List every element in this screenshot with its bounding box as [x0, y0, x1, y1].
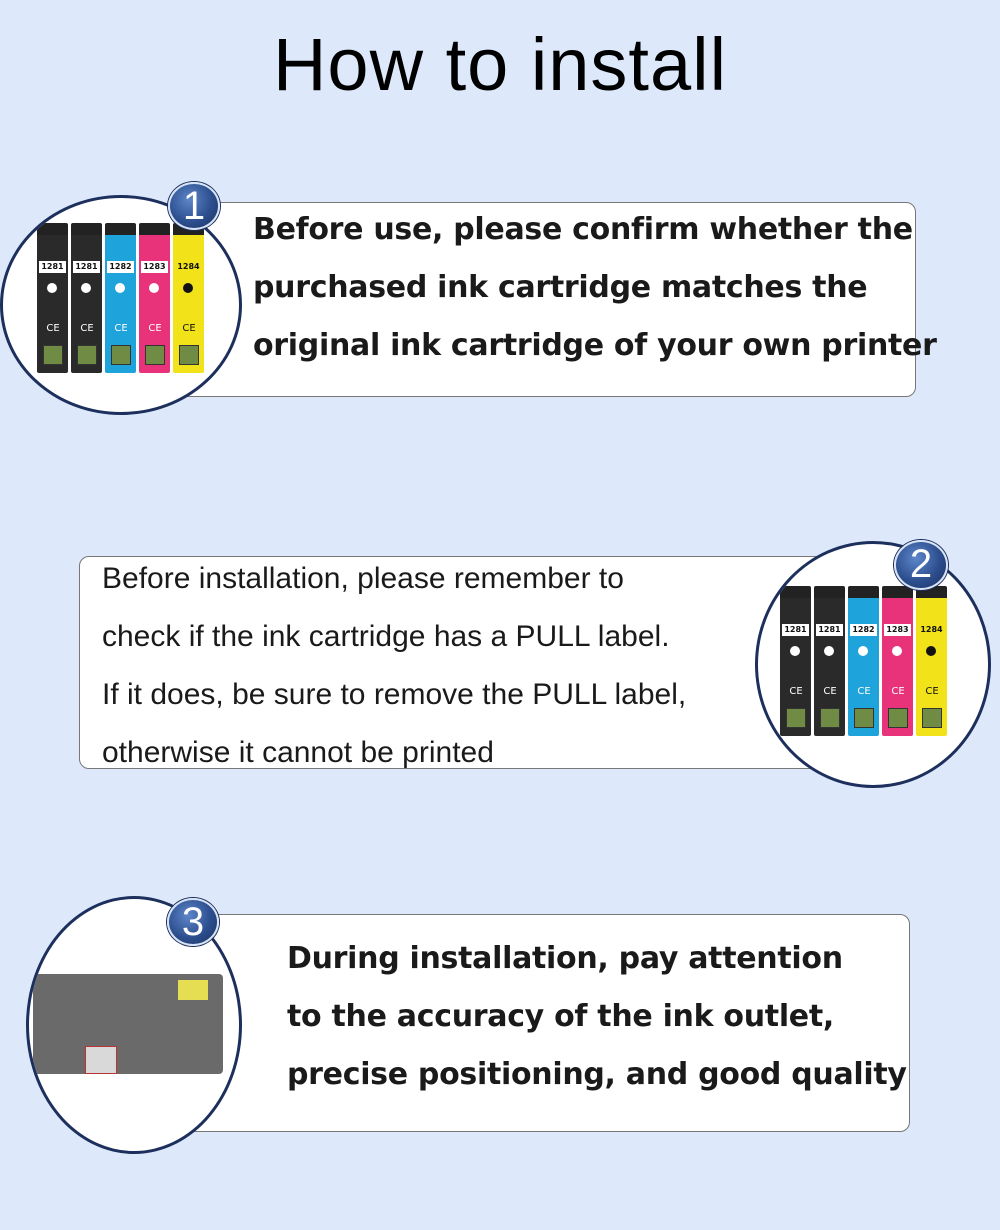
step-3-card [178, 914, 910, 1132]
cartridge-cap [71, 223, 102, 235]
ce-mark-icon: CE [80, 323, 94, 334]
page-title: How to install [272, 23, 728, 106]
ink-drop-icon [926, 646, 936, 656]
step-2-line-3: If it does, be sure to remove the PULL l… [102, 678, 687, 711]
step-1-line-3: original ink cartridge of your own print… [253, 328, 937, 363]
cartridge-code: 1283 [884, 624, 911, 636]
chip-icon [111, 345, 131, 365]
ce-mark-icon: CE [148, 323, 162, 334]
ce-mark-icon: CE [891, 686, 905, 697]
cartridge-code: 1282 [107, 261, 134, 273]
chip-icon [888, 708, 908, 728]
step-3-line-1: During installation, pay attention [287, 941, 843, 976]
cartridge-outlet [85, 1046, 117, 1074]
ink-drop-icon [892, 646, 902, 656]
step-2-line-2: check if the ink cartridge has a PULL la… [102, 620, 670, 653]
step-2-line-1: Before installation, please remember to [102, 562, 624, 595]
cartridge-code: 1281 [816, 624, 843, 636]
ink-drop-icon [824, 646, 834, 656]
ink-drop-icon [790, 646, 800, 656]
step-2-card [79, 556, 841, 769]
ink-drop-icon [81, 283, 91, 293]
ce-mark-icon: CE [925, 686, 939, 697]
chip-icon [820, 708, 840, 728]
cartridge-code: 1284 [918, 624, 945, 636]
cartridge-cap [37, 223, 68, 235]
cartridge-code: 1281 [782, 624, 809, 636]
single-cartridge [33, 974, 223, 1074]
chip-icon [77, 345, 97, 365]
ce-mark-icon: CE [182, 323, 196, 334]
cartridge-code: 1281 [73, 261, 100, 273]
cartridge-code: 1282 [850, 624, 877, 636]
cartridge-cap [814, 586, 845, 598]
ink-drop-icon [858, 646, 868, 656]
cartridge-cap [105, 223, 136, 235]
ink-drop-icon [149, 283, 159, 293]
step-3-line-3: precise positioning, and good quality [287, 1057, 907, 1092]
step-1-card [178, 202, 916, 397]
cartridge-cap [780, 586, 811, 598]
ink-drop-icon [47, 283, 57, 293]
ink-drop-icon [183, 283, 193, 293]
ce-mark-icon: CE [46, 323, 60, 334]
cartridge-cap [848, 586, 879, 598]
step-2-badge: 2 [894, 540, 948, 590]
chip-icon [922, 708, 942, 728]
cartridge-code: 1284 [175, 261, 202, 273]
ink-drop-icon [115, 283, 125, 293]
ce-mark-icon: CE [857, 686, 871, 697]
step-3-line-2: to the accuracy of the ink outlet, [287, 999, 834, 1034]
step-1-line-2: purchased ink cartridge matches the [253, 270, 868, 305]
chip-icon [179, 345, 199, 365]
ce-mark-icon: CE [114, 323, 128, 334]
cartridge-cap [139, 223, 170, 235]
step-2-line-4: otherwise it cannot be printed [102, 736, 494, 769]
cartridge-cap [882, 586, 913, 598]
step-1-badge: 1 [168, 182, 220, 230]
cartridge-code: 1283 [141, 261, 168, 273]
ce-mark-icon: CE [823, 686, 837, 697]
ce-mark-icon: CE [789, 686, 803, 697]
chip-icon [43, 345, 63, 365]
step-3-badge: 3 [167, 898, 219, 946]
chip-icon [145, 345, 165, 365]
chip-icon [786, 708, 806, 728]
chip-icon [854, 708, 874, 728]
step-1-line-1: Before use, please confirm whether the [253, 212, 913, 247]
cartridge-code: 1281 [39, 261, 66, 273]
cartridge-yellow-tag [178, 980, 208, 1000]
